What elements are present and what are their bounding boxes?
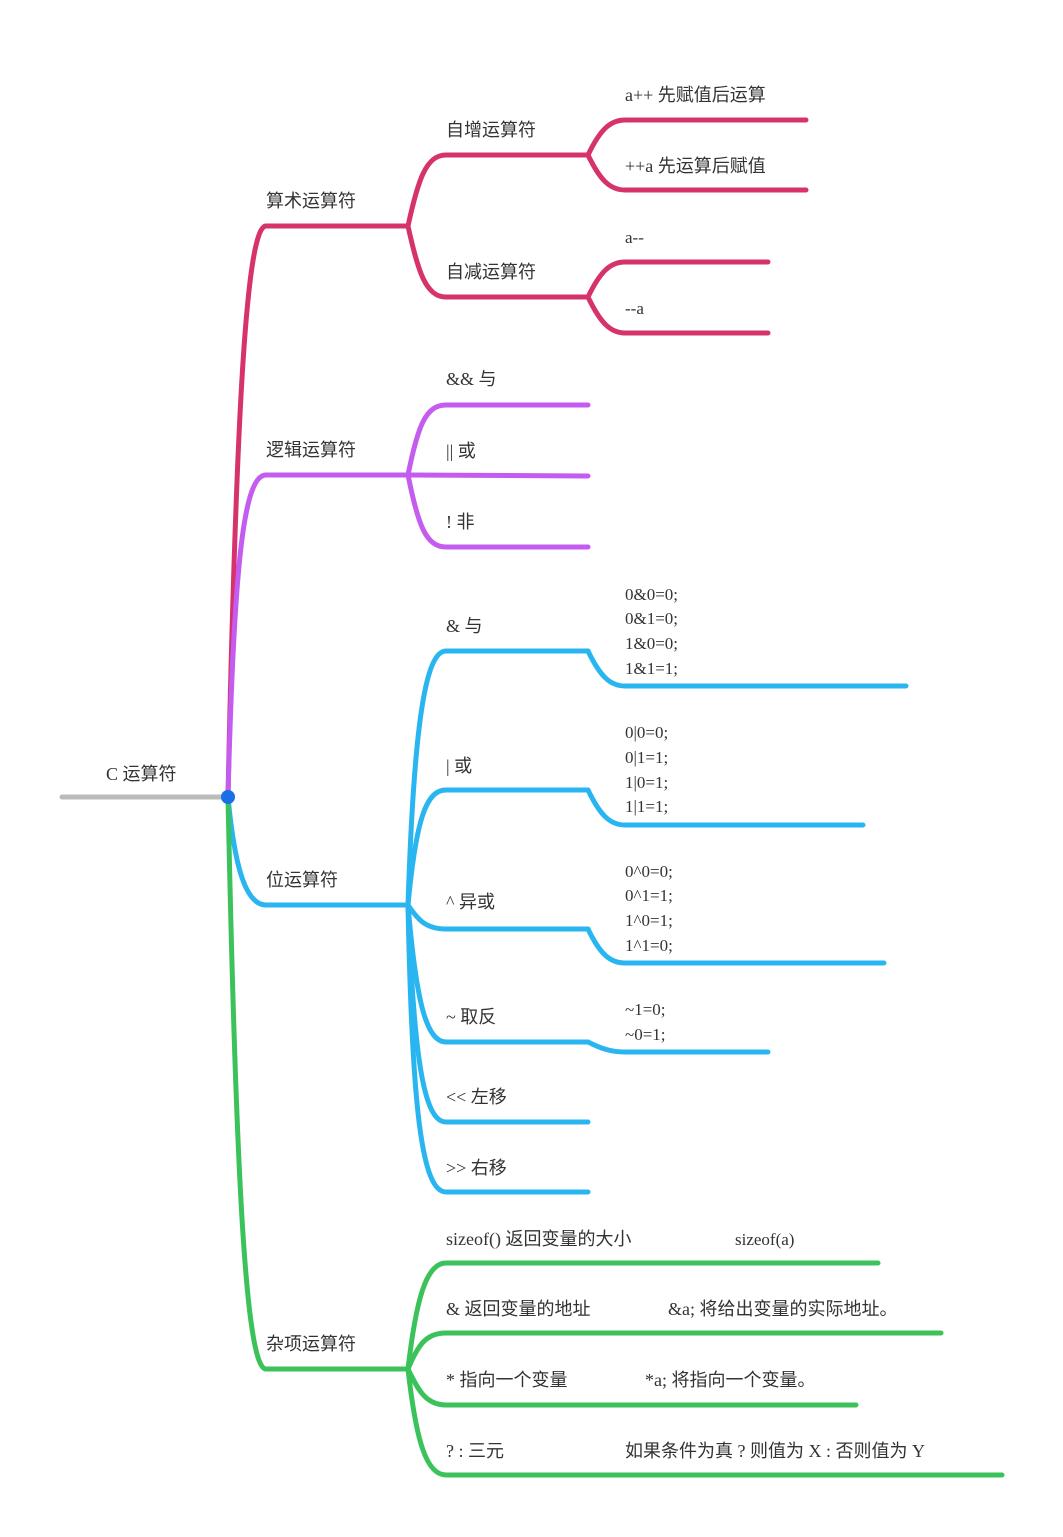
bit-and-line-4[interactable]: 1&1=1;: [625, 659, 678, 678]
bit-and-line-2[interactable]: 0&1=0;: [625, 609, 678, 628]
bit-or-line-2[interactable]: 0|1=1;: [625, 748, 668, 767]
logic-branch-line: [225, 472, 411, 800]
bit-and-line-1[interactable]: 0&0=0;: [625, 585, 678, 604]
bit-shr-label[interactable]: >> 右移: [446, 1158, 507, 1178]
bit-or-label[interactable]: | 或: [446, 756, 472, 776]
bit-or-line: [405, 787, 591, 908]
misc-item-1-line: [405, 1260, 881, 1372]
bit-shl-label[interactable]: << 左移: [446, 1087, 507, 1107]
misc-item-2-line: [405, 1330, 944, 1372]
bit-xor-detail-line: [585, 926, 887, 966]
bit-xor-line-1[interactable]: 0^0=0;: [625, 862, 673, 881]
logic-item-3-label[interactable]: ! 非: [446, 512, 475, 532]
bit-not-label[interactable]: ~ 取反: [446, 1007, 496, 1027]
logic-item-2-line: [405, 472, 591, 479]
misc-item-2-label[interactable]: & 返回变量的地址: [446, 1299, 591, 1319]
bit-not-line-2[interactable]: ~0=1;: [625, 1025, 666, 1044]
misc-item-4-line: [405, 1366, 1005, 1478]
misc-item-3-label[interactable]: * 指向一个变量: [446, 1370, 568, 1390]
bit-and-line: [405, 648, 591, 908]
dec-item-2-line: [585, 294, 771, 336]
logic-item-3-line: [405, 472, 591, 550]
bit-xor-line-2[interactable]: 0^1=1;: [625, 886, 673, 905]
misc-item-1-label[interactable]: sizeof() 返回变量的大小: [446, 1229, 631, 1250]
logic-item-1-label[interactable]: && 与: [446, 369, 497, 389]
bit-xor-line-4[interactable]: 1^1=0;: [625, 936, 673, 955]
root-hub-dot[interactable]: [221, 790, 235, 804]
bit-shr-line: [405, 902, 591, 1195]
misc-item-3-detail[interactable]: *a; 将指向一个变量。: [645, 1370, 816, 1390]
misc-branch-line: [225, 794, 411, 1372]
dec-item-1-line: [585, 259, 771, 300]
logic-item-2-label[interactable]: || 或: [446, 441, 476, 461]
misc-item-1-detail[interactable]: sizeof(a): [735, 1230, 794, 1249]
branch-lines: [59, 117, 1005, 1478]
bit-not-line-1[interactable]: ~1=0;: [625, 1000, 666, 1019]
dec-item-2-label[interactable]: --a: [625, 299, 644, 318]
dec-item-1-label[interactable]: a--: [625, 228, 644, 247]
bit-label[interactable]: 位运算符: [266, 870, 338, 890]
logic-item-1-line: [405, 402, 591, 478]
bit-xor-line-3[interactable]: 1^0=1;: [625, 911, 673, 930]
bit-or-detail-line: [585, 787, 866, 828]
bit-or-line-1[interactable]: 0|0=0;: [625, 723, 668, 742]
inc-item-1-label[interactable]: a++ 先赋值后运算: [625, 85, 766, 105]
arith-dec-label[interactable]: 自减运算符: [446, 262, 536, 282]
misc-item-4-detail[interactable]: 如果条件为真 ? 则值为 X : 否则值为 Y: [625, 1441, 925, 1461]
bit-not-detail-line: [585, 1039, 771, 1055]
bit-xor-label[interactable]: ^ 异或: [446, 892, 495, 912]
arith-inc-label[interactable]: 自增运算符: [446, 120, 536, 140]
misc-item-4-label[interactable]: ? : 三元: [446, 1441, 504, 1461]
bit-xor-line: [405, 902, 591, 932]
logic-label[interactable]: 逻辑运算符: [266, 440, 356, 460]
bit-and-label[interactable]: & 与: [446, 616, 483, 636]
misc-label[interactable]: 杂项运算符: [266, 1334, 356, 1354]
inc-item-2-label[interactable]: ++a 先运算后赋值: [625, 156, 766, 176]
bit-and-line-3[interactable]: 1&0=0;: [625, 634, 678, 653]
arith-inc-branch-line: [405, 152, 591, 229]
arith-branch-line: [225, 223, 411, 800]
root-label[interactable]: C 运算符: [106, 764, 177, 784]
arith-dec-branch-line: [405, 223, 591, 300]
bit-and-detail-line: [585, 648, 909, 689]
bit-or-line-3[interactable]: 1|0=1;: [625, 773, 668, 792]
inc-item-2-line: [585, 152, 809, 193]
arith-label[interactable]: 算术运算符: [266, 191, 356, 211]
bit-or-line-4[interactable]: 1|1=1;: [625, 797, 668, 816]
inc-item-1-line: [585, 117, 809, 158]
misc-item-2-detail[interactable]: &a; 将给出变量的实际地址。: [668, 1299, 898, 1319]
